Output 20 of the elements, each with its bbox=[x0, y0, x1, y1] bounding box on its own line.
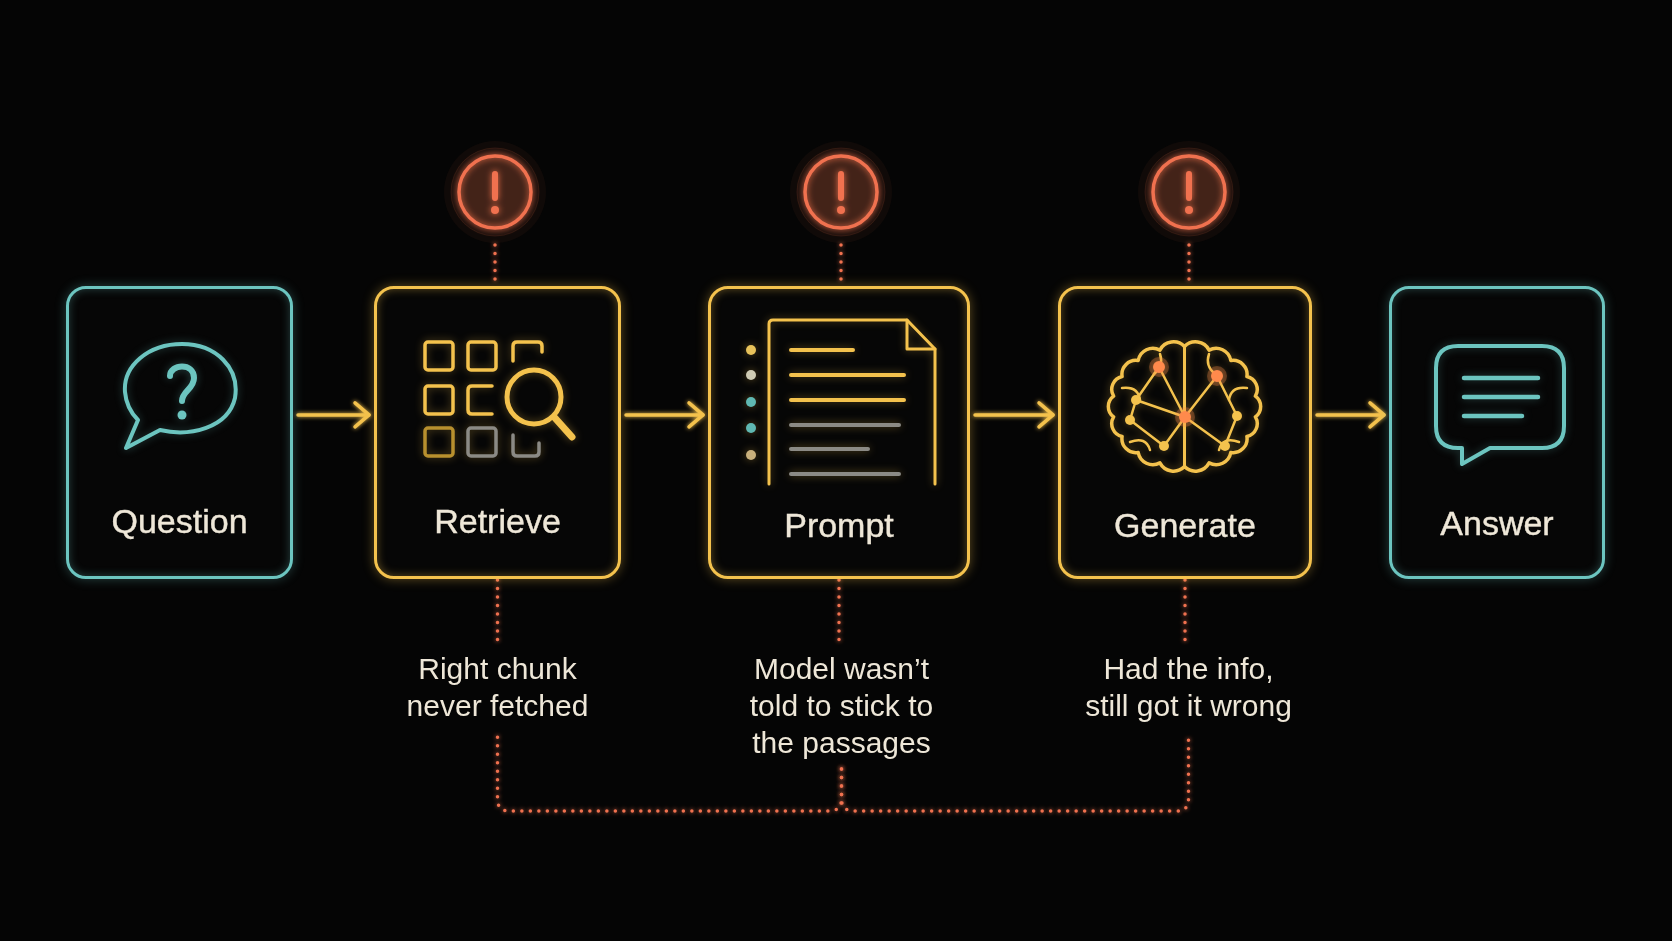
step-label: Prompt bbox=[784, 505, 894, 545]
step-box bbox=[1389, 286, 1605, 579]
step-label: Retrieve bbox=[434, 501, 561, 541]
step-label: Question bbox=[111, 501, 248, 541]
step-box bbox=[1058, 286, 1312, 579]
arrow bbox=[624, 401, 705, 429]
warning-icon bbox=[789, 140, 893, 244]
arrow bbox=[1315, 401, 1386, 429]
step-box bbox=[374, 286, 621, 579]
step-label: Answer bbox=[1440, 503, 1554, 543]
annotation-text: Model wasn’t told to stick to the passages bbox=[734, 650, 949, 761]
warning-icon bbox=[1137, 140, 1241, 244]
arrow bbox=[973, 401, 1055, 429]
step-label: Generate bbox=[1114, 505, 1256, 545]
arrow bbox=[296, 401, 371, 429]
annotation-text: Had the info, still got it wrong bbox=[1081, 650, 1296, 724]
step-box bbox=[66, 286, 293, 579]
step-box bbox=[708, 286, 970, 579]
annotation-text: Right chunk never fetched bbox=[390, 650, 605, 724]
warning-icon bbox=[443, 140, 547, 244]
